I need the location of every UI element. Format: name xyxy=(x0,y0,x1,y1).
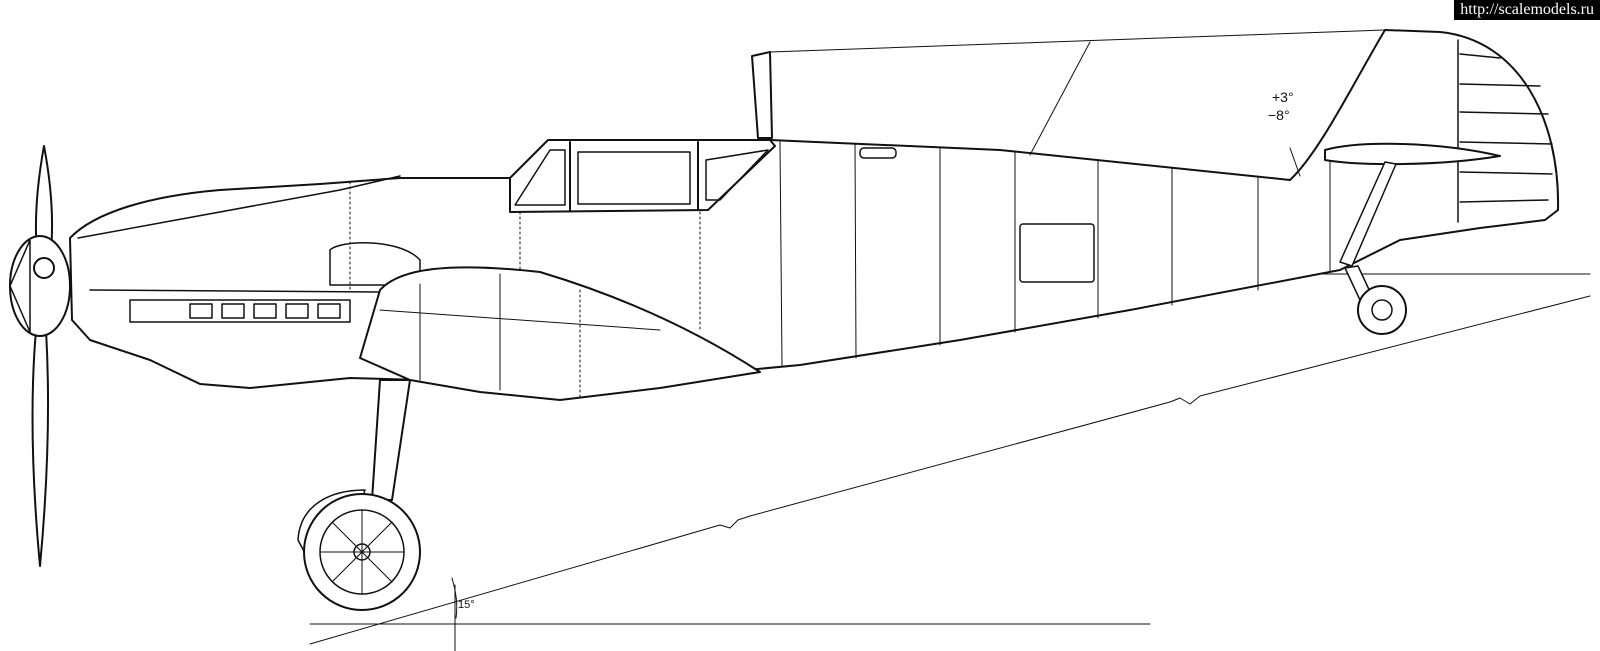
fuselage xyxy=(69,29,1560,389)
wing xyxy=(359,266,761,401)
access-hatch xyxy=(1019,223,1095,283)
rudder-ribs xyxy=(1457,39,1553,223)
ground-angle-label: 15° xyxy=(458,599,475,611)
elevator-down-label: −8° xyxy=(1268,107,1290,123)
ground-slope-line xyxy=(309,295,1591,645)
tailplane-strut xyxy=(1339,161,1397,267)
canopy-window xyxy=(577,151,691,205)
tailplane xyxy=(1324,142,1501,166)
tail-wheel xyxy=(1344,265,1407,335)
windscreen xyxy=(514,149,566,206)
antenna xyxy=(751,29,1386,156)
ground-angle-arc xyxy=(451,577,458,619)
watermark-url[interactable]: http://scalemodels.ru xyxy=(1454,0,1600,20)
elevator-up-label: +3° xyxy=(1272,89,1294,105)
canopy xyxy=(509,139,776,213)
supercharger-intake xyxy=(329,242,421,286)
exhaust-stacks xyxy=(129,299,351,323)
propeller xyxy=(9,145,71,567)
main-landing-gear xyxy=(297,379,421,611)
